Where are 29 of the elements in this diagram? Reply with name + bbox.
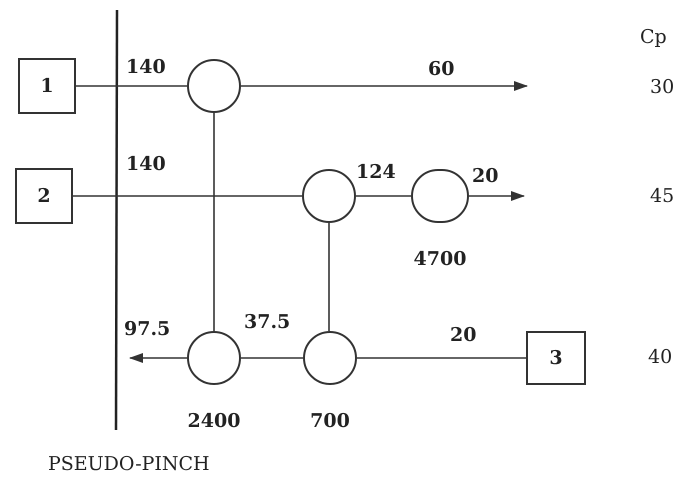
connector-line [241, 357, 303, 359]
arrow [241, 81, 528, 91]
connector-line [73, 195, 302, 197]
arrow [129, 353, 187, 363]
temperature-label: 140 [126, 58, 166, 77]
connector-line [356, 195, 411, 197]
temperature-label: 60 [428, 60, 454, 79]
connector-line [76, 85, 187, 87]
heat-load-value: 4700 [414, 247, 466, 272]
temperature-label: 124 [356, 163, 396, 182]
temperature-label: 140 [126, 155, 166, 174]
temperature-label: 37.5 [244, 313, 290, 332]
stream-box: 3 [526, 331, 586, 385]
stream-box: 2 [15, 168, 73, 224]
arrow [469, 191, 525, 201]
temperature-label: 97.5 [124, 320, 170, 339]
connector-line [213, 113, 215, 331]
temperature-label: 20 [450, 326, 476, 345]
cp-value: Cp [640, 28, 667, 47]
pinch-label: PSEUDO-PINCH [48, 455, 210, 474]
cp-value: 30 [650, 78, 674, 97]
stream-box: 1 [18, 58, 76, 114]
heat-load-value: 700 [310, 409, 350, 434]
temperature-label: 20 [472, 167, 498, 186]
cp-value: 45 [650, 187, 674, 206]
connector-line [357, 357, 526, 359]
heat-load-value: 2400 [188, 409, 240, 434]
connector-line [328, 223, 330, 331]
cp-value: 40 [648, 348, 672, 367]
